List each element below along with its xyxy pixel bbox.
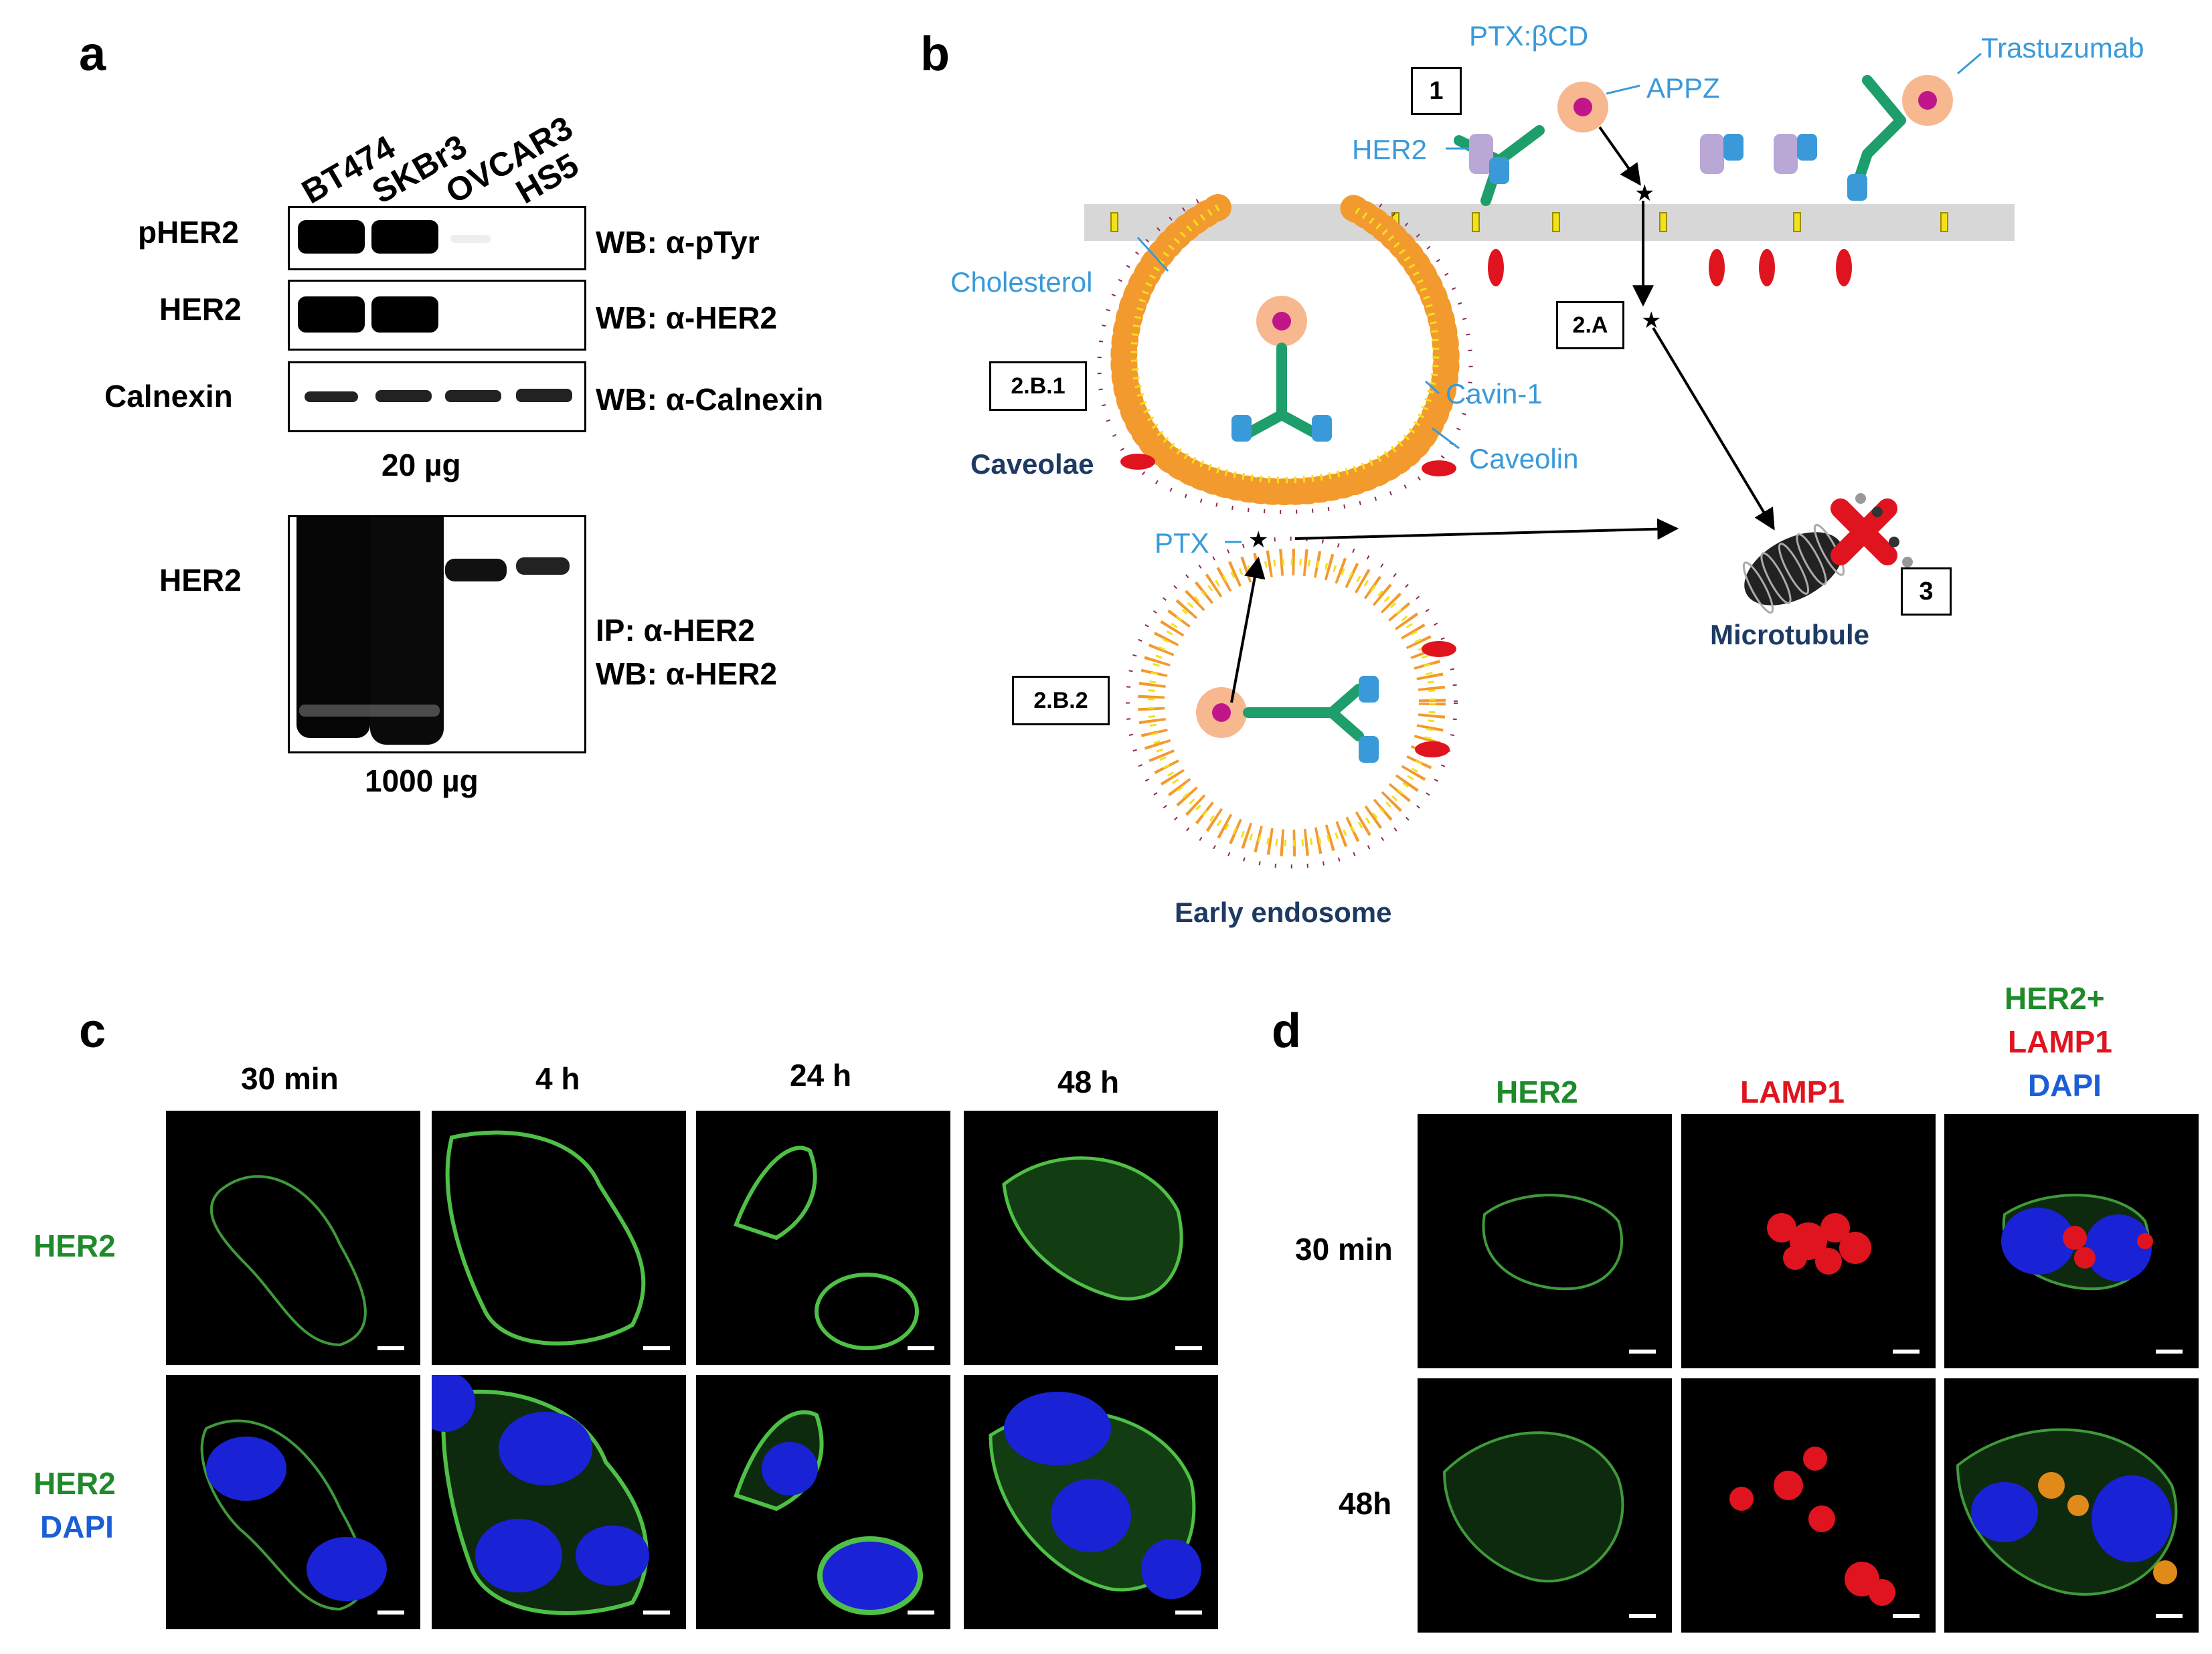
micrograph-c-merge-48h [964, 1375, 1218, 1629]
row-label-her2-merge: HER2 [33, 1465, 116, 1501]
label-caveolae: Caveolae [970, 448, 1094, 480]
panel-label-d: d [1272, 1004, 1301, 1059]
appz-particle-endosome [1196, 687, 1247, 738]
trastuzumab-particle [1902, 75, 1953, 126]
label-appz: APPZ [1646, 72, 1720, 104]
label-her2-receptor: HER2 [1352, 134, 1427, 166]
row-label-48h: 48h [1339, 1485, 1391, 1522]
label-ptx-bcd: PTX:βCD [1469, 20, 1588, 52]
micrograph-d-her2-48h [1418, 1378, 1672, 1633]
panel-label-c: c [79, 1004, 106, 1059]
step-box-1: 1 [1411, 67, 1462, 115]
receptor-tails [1120, 249, 1852, 757]
micrograph-d-merge-48h [1944, 1378, 2199, 1633]
step-box-2b2: 2.B.2 [1012, 676, 1110, 725]
plasma-membrane-right [1332, 204, 2015, 241]
label-microtubule: Microtubule [1710, 619, 1869, 651]
column-label-lamp1: LAMP1 [1740, 1074, 1845, 1110]
micrograph-c-her2-4h [432, 1111, 686, 1365]
row-label-30min: 30 min [1295, 1231, 1393, 1267]
micrograph-c-her2-48h [964, 1111, 1218, 1365]
step-box-3: 3 [1901, 567, 1952, 616]
micrograph-c-merge-4h [432, 1375, 686, 1629]
label-trastuzumab: Trastuzumab [1981, 32, 2144, 64]
micrograph-d-merge-30min [1944, 1114, 2199, 1368]
appz-particle-top [1557, 82, 1608, 132]
label-cavin-1: Cavin-1 [1446, 378, 1543, 410]
svg-text:★: ★ [1641, 307, 1661, 334]
column-label-merge-her2: HER2+ [2005, 980, 2105, 1016]
column-label-merge-lamp1: LAMP1 [2008, 1024, 2112, 1060]
step-box-2b1: 2.B.1 [989, 361, 1087, 411]
micrograph-d-her2-30min [1418, 1114, 1672, 1368]
micrograph-c-merge-30min [166, 1375, 420, 1629]
svg-text:★: ★ [1634, 180, 1654, 207]
column-label-merge-dapi: DAPI [2028, 1067, 2102, 1103]
early-endosome-vesicle [1128, 539, 1456, 866]
timepoint-4h: 4 h [535, 1061, 580, 1097]
micrograph-d-lamp1-48h [1681, 1378, 1936, 1633]
row-label-dapi: DAPI [40, 1509, 114, 1545]
timepoint-30min: 30 min [241, 1061, 339, 1097]
micrograph-c-her2-30min [166, 1111, 420, 1365]
timepoint-48h: 48 h [1057, 1064, 1119, 1100]
appz-particle-caveolae [1256, 296, 1307, 347]
svg-text:★: ★ [1248, 527, 1268, 553]
column-label-her2: HER2 [1496, 1074, 1578, 1110]
label-cholesterol: Cholesterol [950, 266, 1092, 298]
micrograph-d-lamp1-30min [1681, 1114, 1936, 1368]
label-ptx: PTX [1155, 527, 1209, 559]
timepoint-24h: 24 h [790, 1057, 851, 1093]
step-box-2a: 2.A [1556, 301, 1624, 349]
label-early-endosome: Early endosome [1175, 897, 1391, 929]
label-caveolin: Caveolin [1469, 443, 1578, 475]
row-label-her2: HER2 [33, 1228, 116, 1264]
micrograph-c-merge-24h [696, 1375, 950, 1629]
micrograph-c-her2-24h [696, 1111, 950, 1365]
microtubule-graphic [1732, 493, 1913, 620]
